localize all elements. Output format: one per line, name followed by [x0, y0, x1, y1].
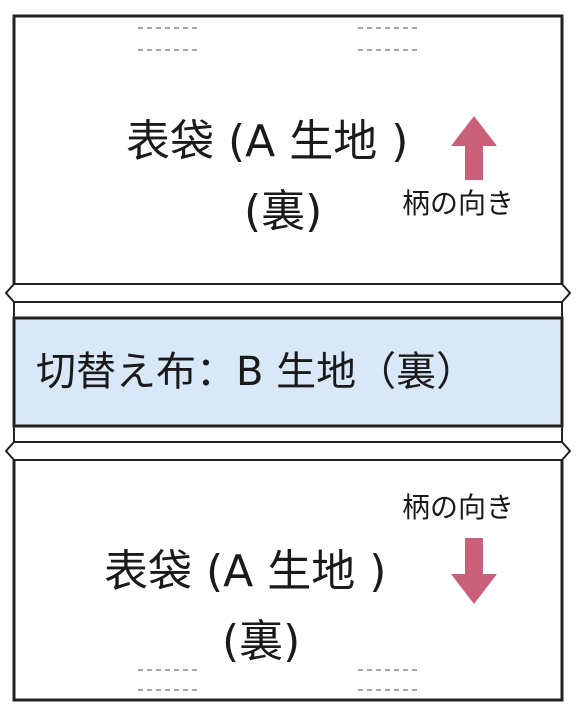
bottom-panel-outline: [12, 460, 564, 702]
bottom-direction-label: 柄の向き: [402, 491, 515, 524]
bottom-tear-strip: [4, 441, 572, 461]
bottom-dash-marks: [138, 669, 418, 691]
arrow-up-icon: [451, 116, 497, 180]
top-direction-label: 柄の向き: [402, 187, 515, 220]
top-panel-outline: [12, 14, 564, 284]
middle-band-title: 切替え布：B 生地（裏）: [36, 349, 477, 395]
top-panel-side: (裏): [244, 186, 323, 237]
top-dash-marks: [138, 27, 418, 51]
top-tear-strip: [4, 283, 572, 303]
bottom-panel-side: (裏): [222, 616, 301, 667]
arrow-down-icon: [451, 538, 497, 604]
middle-band-fill: [12, 316, 564, 428]
top-panel-title: 表袋 (A 生地 ): [126, 116, 409, 167]
bottom-panel-title: 表袋 (A 生地 ): [104, 546, 387, 597]
